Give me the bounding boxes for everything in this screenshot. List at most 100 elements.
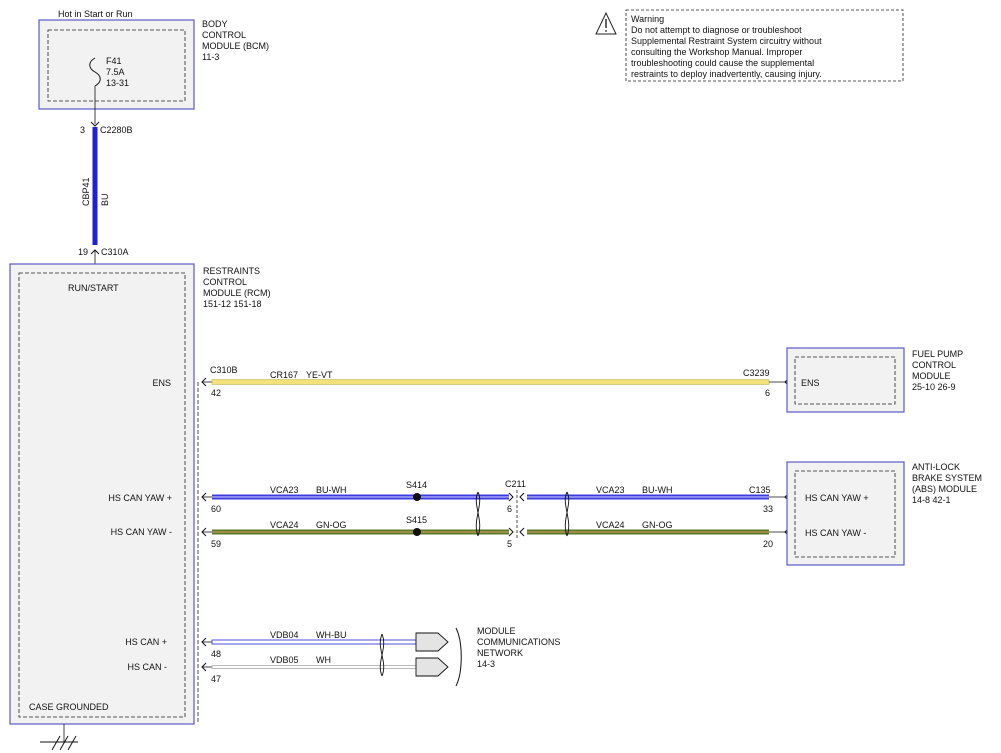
- fpcm-inner-box: [794, 356, 896, 405]
- ens-right-pin: 6: [765, 388, 770, 398]
- network-title-2: COMMUNICATIONS: [477, 637, 560, 647]
- abs-box: [786, 461, 905, 566]
- ens-right-connector: C3239: [743, 368, 770, 378]
- yaw-minus-wire: 59 VCA24 GN-OG S415 5 VCA24 GN-OG 20: [201, 515, 793, 549]
- rcm-case-grounded: CASE GROUNDED: [29, 702, 109, 712]
- abs-inner-box: [794, 470, 896, 558]
- c135-connector: C135: [749, 485, 771, 495]
- warning-line-2: Do not attempt to diagnose or troublesho…: [631, 25, 802, 35]
- feed-wire-cbp41: 3 C2280B CBP41 BU 19 C310A: [78, 121, 133, 264]
- yaw-plus-circuit: VCA23: [270, 485, 299, 495]
- ens-wire-cr167: C310B 42 CR167 YE-VT C3239 6: [201, 365, 793, 398]
- abs-title-4: 14-8 42-1: [912, 495, 951, 505]
- hs-can-minus-circuit: VDB05: [270, 655, 299, 665]
- yaw-minus-mid-pin: 5: [507, 539, 512, 549]
- vdb04-wire: [211, 639, 417, 645]
- abs-title-3: (ABS) MODULE: [912, 484, 977, 494]
- warning-notice: Warning Do not attempt to diagnose or tr…: [595, 9, 904, 82]
- rcm-inner-box: [18, 272, 186, 718]
- splice-s414-label: S414: [406, 480, 427, 490]
- fuse-name: F41: [106, 56, 122, 66]
- splice-s414-dot: [413, 493, 421, 501]
- fuse-ref: 13-31: [106, 78, 129, 88]
- network-bracket: [455, 627, 462, 687]
- rcm-box: [9, 263, 195, 725]
- bcm-title-2: CONTROL: [202, 30, 246, 40]
- vdb05-wire: [211, 665, 417, 669]
- yaw-minus-color: GN-OG: [316, 520, 347, 530]
- rcm-title-1: RESTRAINTS: [203, 266, 260, 276]
- bcm-inner-box: [47, 29, 186, 102]
- hs-can-plus-pin: 48: [211, 649, 221, 659]
- yaw-minus-left-pin: 59: [211, 539, 221, 549]
- twisted-pair-right-icon: [564, 491, 570, 537]
- hot-in-start-run-label: Hot in Start or Run: [58, 9, 133, 19]
- yaw-minus-right-color: GN-OG: [642, 520, 673, 530]
- yaw-plus-mid-pin: 6: [507, 504, 512, 514]
- fpcm-title-2: CONTROL: [912, 360, 956, 370]
- network-title-4: 14-3: [477, 659, 495, 669]
- rcm-pin-hs-can-yaw-minus: HS CAN YAW -: [111, 527, 172, 537]
- c211-connector: C211: [505, 479, 526, 489]
- twisted-pair-can-icon: [379, 633, 385, 677]
- ground-symbol-icon: [40, 724, 78, 751]
- fpcm-title-1: FUEL PUMP: [912, 349, 963, 359]
- network-arrow-plus-icon: [415, 632, 449, 652]
- hs-can-plus-color: WH-BU: [316, 630, 347, 640]
- rcm-pin-hs-can-yaw-plus: HS CAN YAW +: [108, 493, 172, 503]
- abs-pin-minus: HS CAN YAW -: [805, 528, 866, 538]
- yaw-plus-color: BU-WH: [316, 485, 347, 495]
- yaw-plus-right-pin: 33: [763, 504, 773, 514]
- bcm-connector: C2280B: [100, 125, 133, 135]
- hs-can-plus-circuit: VDB04: [270, 630, 299, 640]
- ens-left-connector: C310B: [210, 365, 238, 375]
- fpcm-pin-ens: ENS: [801, 378, 820, 388]
- twisted-pair-left-icon: [475, 491, 481, 537]
- ens-circuit: CR167: [270, 370, 298, 380]
- bcm-connector-chevron-icon: [90, 121, 100, 127]
- warning-box: [625, 9, 904, 82]
- bcm-module: F41 7.5A 13-31 BODY CONTROL MODULE (BCM)…: [38, 19, 269, 124]
- network-arrow-minus-icon: [415, 657, 449, 677]
- yaw-minus-right-circuit: VCA24: [596, 520, 625, 530]
- abs-title-2: BRAKE SYSTEM: [912, 473, 982, 483]
- fpcm-title-4: 25-10 26-9: [912, 382, 956, 392]
- warning-line-6: restraints to deploy inadvertently, caus…: [631, 69, 822, 79]
- cbp41-circuit: CBP41: [81, 177, 91, 206]
- splice-s415-label: S415: [406, 515, 427, 525]
- rcm-module: RUN/START RESTRAINTS CONTROL MODULE (RCM…: [9, 263, 271, 751]
- bcm-pin-number: 3: [80, 125, 85, 135]
- bcm-title-3: MODULE (BCM): [202, 41, 269, 51]
- fpcm-title-3: MODULE: [912, 371, 951, 381]
- abs-pin-plus: HS CAN YAW +: [805, 493, 869, 503]
- fpcm-box: [786, 347, 905, 413]
- cr167-wire: [211, 379, 770, 385]
- warning-line-3: Supplemental Restraint System circuitry …: [631, 36, 822, 46]
- yaw-plus-left-pin: 60: [211, 504, 221, 514]
- rcm-feed-pin: 19: [78, 247, 88, 257]
- warning-line-4: consulting the Workshop Manual. Improper: [631, 47, 802, 57]
- rcm-pin-hs-can-minus: HS CAN -: [127, 662, 167, 672]
- rcm-title-4: 151-12 151-18: [203, 299, 262, 309]
- fuse-rating: 7.5A: [106, 67, 125, 77]
- warning-line-1: Warning: [631, 14, 664, 24]
- network-title-1: MODULE: [477, 626, 516, 636]
- warning-triangle-icon: [595, 11, 617, 35]
- hs-can-minus-pin: 47: [211, 674, 221, 684]
- fpcm-module: ENS FUEL PUMP CONTROL MODULE 25-10 26-9: [786, 347, 963, 413]
- yaw-minus-circuit: VCA24: [270, 520, 299, 530]
- rcm-pin-ens: ENS: [152, 378, 171, 388]
- rcm-feed-connector: C310A: [101, 247, 129, 257]
- abs-title-1: ANTI-LOCK: [912, 462, 960, 472]
- yaw-plus-right-circuit: VCA23: [596, 485, 625, 495]
- fuse-icon: [89, 57, 101, 87]
- cbp41-color: BU: [100, 193, 110, 206]
- abs-module: HS CAN YAW + HS CAN YAW - ANTI-LOCK BRAK…: [786, 461, 982, 566]
- rcm-run-start: RUN/START: [68, 283, 119, 293]
- rcm-title-2: CONTROL: [203, 277, 247, 287]
- hs-can-minus-color: WH: [316, 655, 331, 665]
- ens-left-pin: 42: [211, 388, 221, 398]
- yaw-plus-right-color: BU-WH: [642, 485, 673, 495]
